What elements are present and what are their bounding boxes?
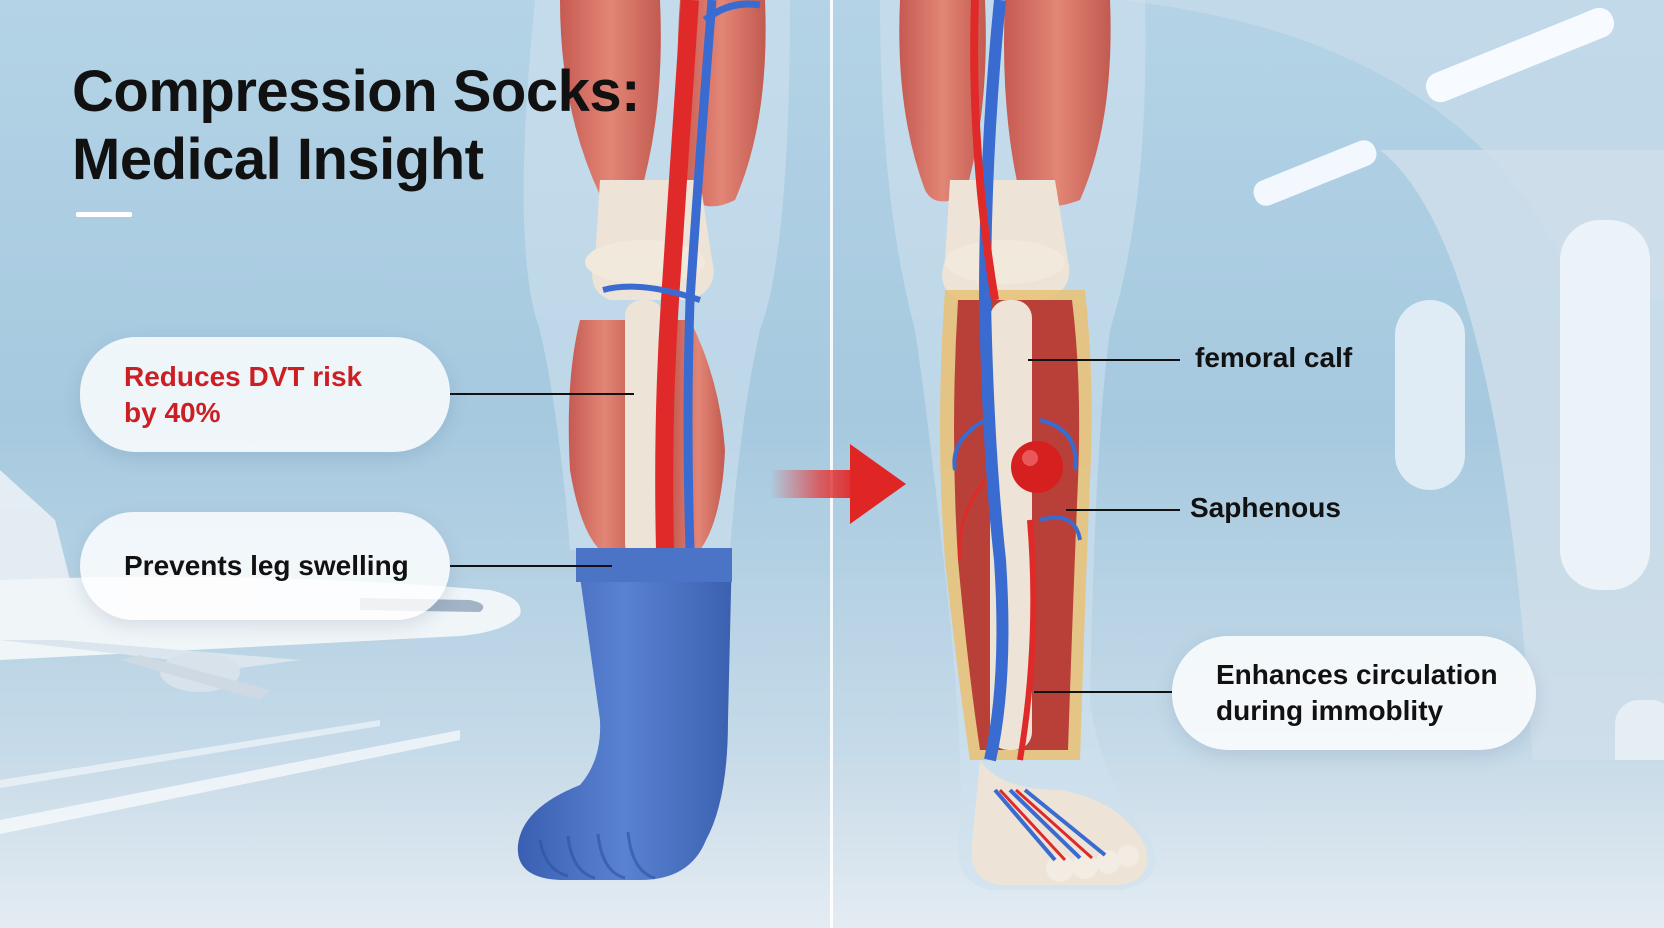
cabin-window (1560, 220, 1650, 590)
split-divider (830, 0, 833, 928)
blood-clot (1011, 441, 1063, 493)
cabin-arch (1120, 0, 1664, 300)
label-saphenous: Saphenous (1190, 492, 1341, 523)
right-leg (880, 0, 1156, 890)
title-underline (76, 212, 132, 217)
callout-dvt-line-1: Reduces DVT risk (124, 360, 363, 392)
callout-circulation-line-1: Enhances circulation (1216, 659, 1498, 690)
title-line-2: Medical Insight (72, 127, 484, 192)
cabin-window (1395, 300, 1465, 490)
callout-circulation: Enhances circulation during immoblity (1172, 636, 1536, 750)
ceiling-light (1425, 7, 1615, 103)
callout-swelling-text: Prevents leg swelling (124, 550, 409, 581)
compression-sock (517, 548, 732, 880)
left-leg (523, 0, 790, 560)
light-streak (0, 730, 460, 834)
title-line-1: Compression Socks: (72, 59, 640, 124)
right-arrow-icon (770, 444, 906, 524)
page-title: Compression Socks: Medical Insight (72, 58, 640, 194)
callout-dvt-risk: Reduces DVT risk by 40% (80, 337, 450, 452)
light-streak (0, 720, 380, 788)
callout-circulation-line-2: during immoblity (1216, 695, 1444, 726)
callout-dvt-line-2: by 40% (124, 396, 221, 428)
ceiling-light (1253, 140, 1377, 206)
label-femoral-calf: femoral calf (1195, 342, 1353, 373)
callout-leg-swelling: Prevents leg swelling (80, 512, 450, 620)
